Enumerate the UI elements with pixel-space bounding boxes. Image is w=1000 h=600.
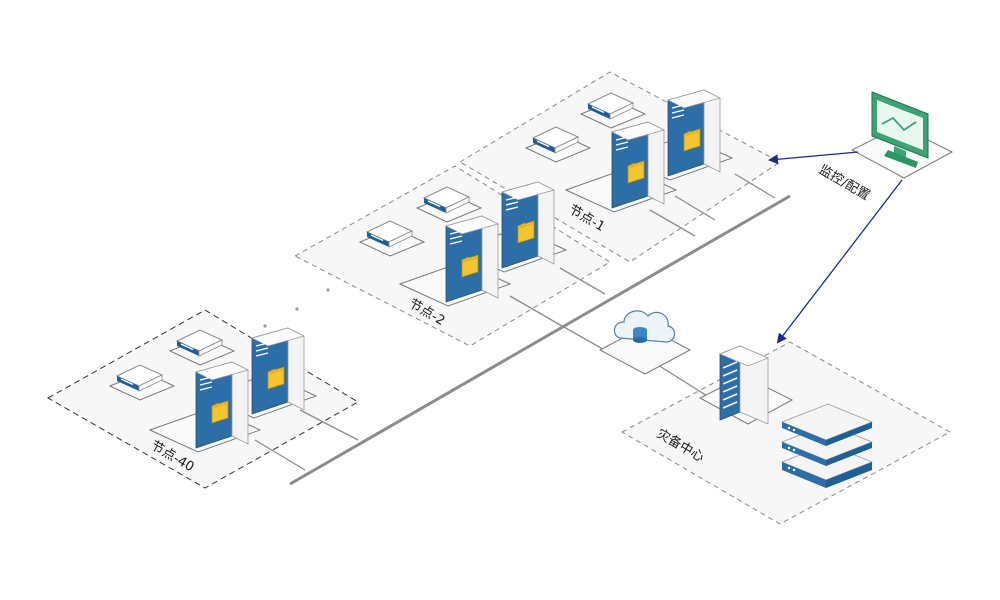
monitor-links (768, 151, 903, 344)
network-backbone (289, 194, 791, 486)
ellipsis-dots (263, 288, 330, 328)
rack-server-icon (698, 345, 794, 425)
cloud-database-icon (598, 310, 692, 375)
label-monitor: 监控/配置 (816, 162, 872, 203)
monitor-chart-icon (850, 91, 954, 179)
storage-array-icon (780, 403, 874, 488)
